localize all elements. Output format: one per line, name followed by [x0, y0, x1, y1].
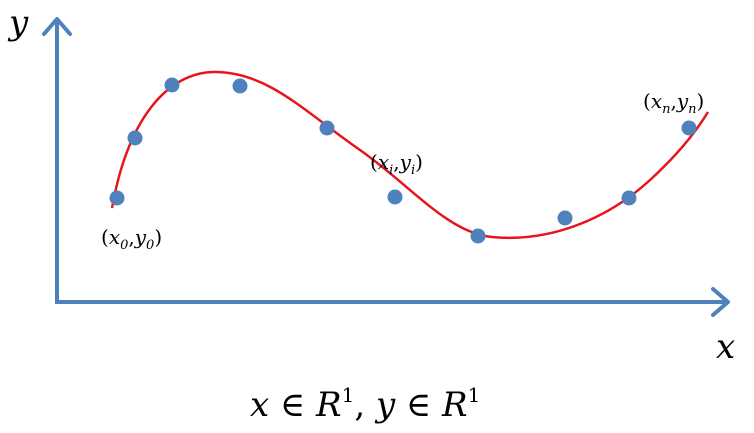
point-label-last: (xn,yn): [643, 89, 704, 117]
x-axis-label: x: [716, 327, 735, 367]
point-label-first: (x0,y0): [101, 225, 162, 253]
sample-point: [127, 130, 143, 146]
sample-point: [164, 77, 180, 93]
sample-point: [387, 189, 403, 205]
sample-points: [109, 77, 697, 244]
x-axis-arrowhead: [711, 287, 730, 317]
sample-point: [232, 78, 248, 94]
point-label-middle: (xi,yi): [370, 150, 423, 178]
axes: [42, 17, 730, 317]
domain-caption: x ∈ R1, y ∈ R1: [250, 383, 480, 425]
y-axis-arrowhead: [42, 17, 72, 36]
sample-point: [319, 120, 335, 136]
sample-point: [109, 190, 125, 206]
y-axis-label: y: [7, 3, 29, 43]
sample-point: [621, 190, 637, 206]
sample-point: [470, 228, 486, 244]
fitted-curve: [110, 70, 710, 240]
sample-point: [681, 120, 697, 136]
sample-point: [557, 210, 573, 226]
